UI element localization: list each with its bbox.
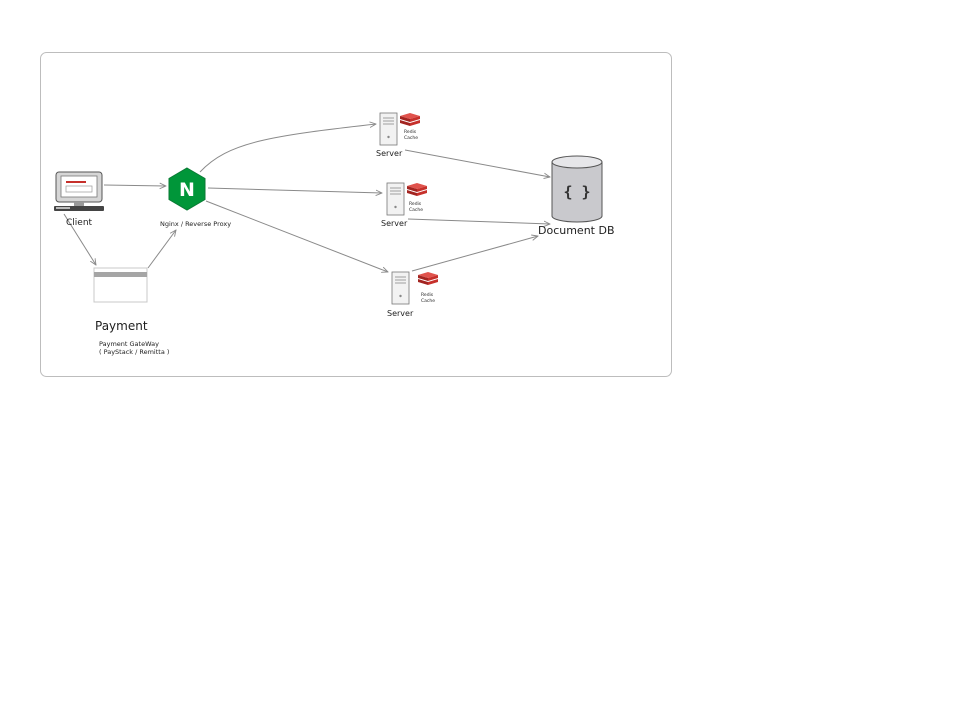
nginx-icon: N	[168, 167, 206, 211]
server-node: Redis Cache Server	[376, 112, 420, 158]
edge-nginx-server3	[205, 200, 388, 272]
edge-payment-nginx	[147, 230, 176, 269]
server-node: Redis Cache Server	[381, 182, 427, 228]
redis-icon	[418, 272, 438, 285]
server-node: Redis Cache Server	[387, 271, 438, 318]
redis-icon	[400, 113, 420, 126]
diagram-frame	[40, 52, 672, 377]
payment-desc-line1: Payment GateWay	[99, 340, 159, 348]
computer-icon	[54, 171, 104, 211]
redis-label-line1: Redis	[404, 129, 417, 135]
edge-server2-db	[407, 218, 550, 224]
edge-client-nginx	[103, 185, 166, 186]
db-label: Document DB	[538, 224, 615, 237]
edge-nginx-server1	[199, 124, 376, 173]
server-label: Server	[381, 219, 408, 228]
server-icon	[379, 112, 398, 146]
redis-label-line2: Cache	[409, 207, 423, 213]
edge-nginx-server2	[207, 187, 382, 193]
server-label: Server	[376, 149, 403, 158]
client-label: Client	[66, 218, 93, 228]
redis-label-line2: Cache	[421, 298, 435, 304]
redis-icon	[407, 183, 427, 196]
payment-title: Payment	[95, 319, 148, 333]
server-icon	[391, 271, 410, 305]
db-glyph: { }	[563, 183, 590, 201]
connectors	[63, 124, 550, 272]
db-node: { } Document DB	[538, 155, 615, 237]
nginx-label: Nginx / Reverse Proxy	[160, 220, 231, 228]
edge-server1-db	[404, 149, 550, 177]
card-icon	[93, 267, 148, 303]
redis-label-line1: Redis	[409, 201, 422, 207]
payment-node: Payment Payment GateWay ( PayStack / Rem…	[93, 267, 169, 356]
server-icon	[386, 182, 405, 216]
redis-label-line1: Redis	[421, 292, 434, 298]
server-label: Server	[387, 309, 414, 318]
redis-label-line2: Cache	[404, 135, 418, 141]
nginx-node: N Nginx / Reverse Proxy	[160, 167, 231, 228]
nginx-glyph: N	[179, 179, 195, 201]
database-icon: { }	[551, 155, 603, 223]
edge-client-payment	[63, 213, 96, 265]
payment-desc-line2: ( PayStack / Remitta )	[99, 348, 169, 356]
edge-server3-db	[411, 236, 538, 272]
client-node: Client	[54, 171, 104, 228]
